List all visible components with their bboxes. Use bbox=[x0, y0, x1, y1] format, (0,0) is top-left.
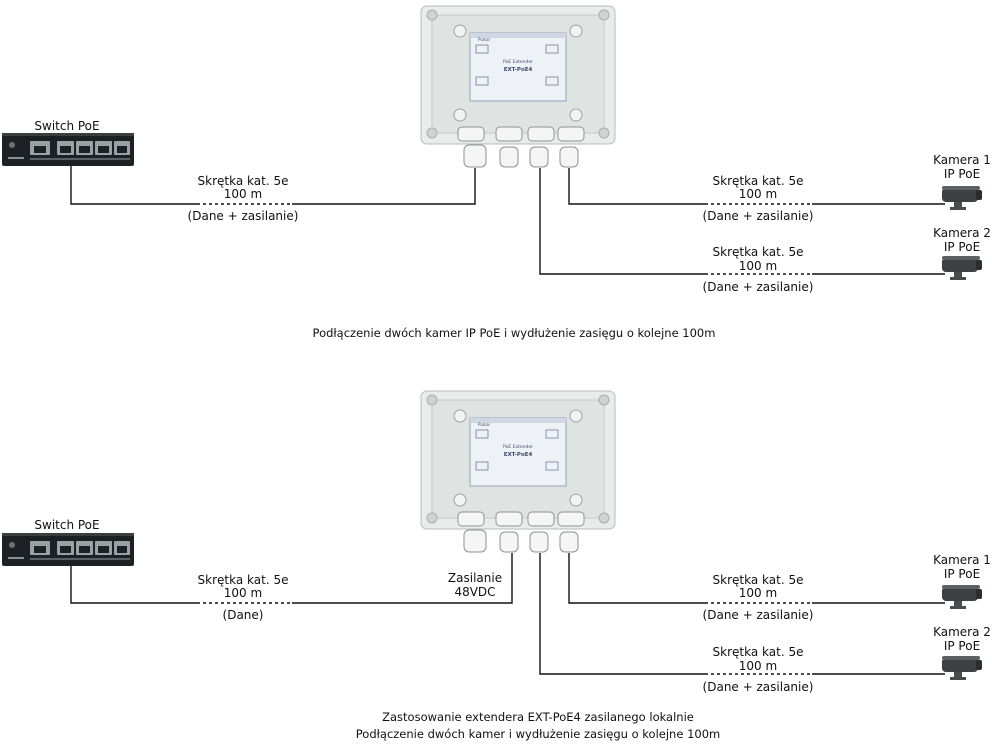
power-label: Zasilanie bbox=[447, 571, 503, 585]
caption-bottom-line2: Podłączenie dwóch kamer i wydłużenie zas… bbox=[355, 727, 721, 741]
camera1-type-top: IP PoE bbox=[943, 167, 981, 181]
ip-camera-icon-bottom-2 bbox=[942, 656, 982, 680]
ip-camera-icon-bottom-1 bbox=[942, 585, 982, 609]
extender-model-label-top: EXT-PoE4 bbox=[504, 67, 533, 73]
power-voltage: 48VDC bbox=[454, 585, 496, 599]
switch-label-bottom: Switch PoE bbox=[34, 518, 100, 532]
cable-extender-to-cam1-top bbox=[568, 168, 945, 205]
camera1-type-bottom: IP PoE bbox=[943, 567, 981, 581]
camera2-label-top: Kamera 2 bbox=[933, 226, 991, 240]
cable-type-cam1-top: Skrętka kat. 5e bbox=[712, 174, 804, 188]
caption-top: Podłączenie dwóch kamer IP PoE i wydłuże… bbox=[312, 326, 716, 340]
cable-purpose-cam2-top: (Dane + zasilanie) bbox=[702, 280, 814, 294]
cable-purpose-cam1-top: (Dane + zasilanie) bbox=[702, 209, 814, 223]
cable-length-cam1-bottom: 100 m bbox=[738, 586, 778, 600]
cable-length-cam2-bottom: 100 m bbox=[738, 659, 778, 673]
cable-switch-to-extender-bottom bbox=[70, 553, 513, 604]
cable-length-left-top: 100 m bbox=[223, 187, 263, 201]
cable-type-cam2-bottom: Skrętka kat. 5e bbox=[712, 645, 804, 659]
caption-bottom-line1: Zastosowanie extendera EXT-PoE4 zasilane… bbox=[382, 710, 694, 724]
camera2-type-bottom: IP PoE bbox=[943, 639, 981, 653]
camera1-label-top: Kamera 1 bbox=[933, 153, 991, 167]
cable-purpose-left-bottom: (Dane) bbox=[222, 608, 264, 622]
cable-type-cam1-bottom: Skrętka kat. 5e bbox=[712, 573, 804, 587]
cable-type-cam2-top: Skrętka kat. 5e bbox=[712, 245, 804, 259]
extender-brand-top: Pulsar bbox=[478, 37, 491, 42]
switch-label-top: Switch PoE bbox=[34, 119, 100, 133]
ip-camera-icon-top-2 bbox=[942, 256, 982, 280]
cable-length-left-bottom: 100 m bbox=[223, 586, 263, 600]
cable-length-cam1-top: 100 m bbox=[738, 187, 778, 201]
poe-switch-top bbox=[2, 133, 134, 166]
cable-type-left-bottom: Skrętka kat. 5e bbox=[197, 573, 289, 587]
cable-purpose-left-top: (Dane + zasilanie) bbox=[187, 209, 299, 223]
extender-enclosure-bottom: PoE Extender EXT-PoE4 Pulsar bbox=[420, 390, 616, 553]
cable-extender-to-cam1-bottom bbox=[568, 553, 945, 604]
camera2-label-bottom: Kamera 2 bbox=[933, 625, 991, 639]
cable-type-left-top: Skrętka kat. 5e bbox=[197, 174, 289, 188]
extender-brand-bottom: Pulsar bbox=[478, 422, 491, 427]
extender-product-name-bottom: PoE Extender bbox=[503, 444, 533, 450]
cable-length-cam2-top: 100 m bbox=[738, 259, 778, 273]
poe-switch-bottom bbox=[2, 533, 134, 566]
extender-enclosure-top: PoE Extender EXT-PoE4 Pulsar bbox=[420, 5, 616, 168]
cable-purpose-cam2-bottom: (Dane + zasilanie) bbox=[702, 680, 814, 694]
camera1-label-bottom: Kamera 1 bbox=[933, 553, 991, 567]
extender-product-name-top: PoE Extender bbox=[503, 59, 533, 65]
cable-purpose-cam1-bottom: (Dane + zasilanie) bbox=[702, 608, 814, 622]
extender-model-label-bottom: EXT-PoE4 bbox=[504, 452, 533, 458]
camera2-type-top: IP PoE bbox=[943, 240, 981, 254]
ip-camera-icon-top-1 bbox=[942, 186, 982, 210]
